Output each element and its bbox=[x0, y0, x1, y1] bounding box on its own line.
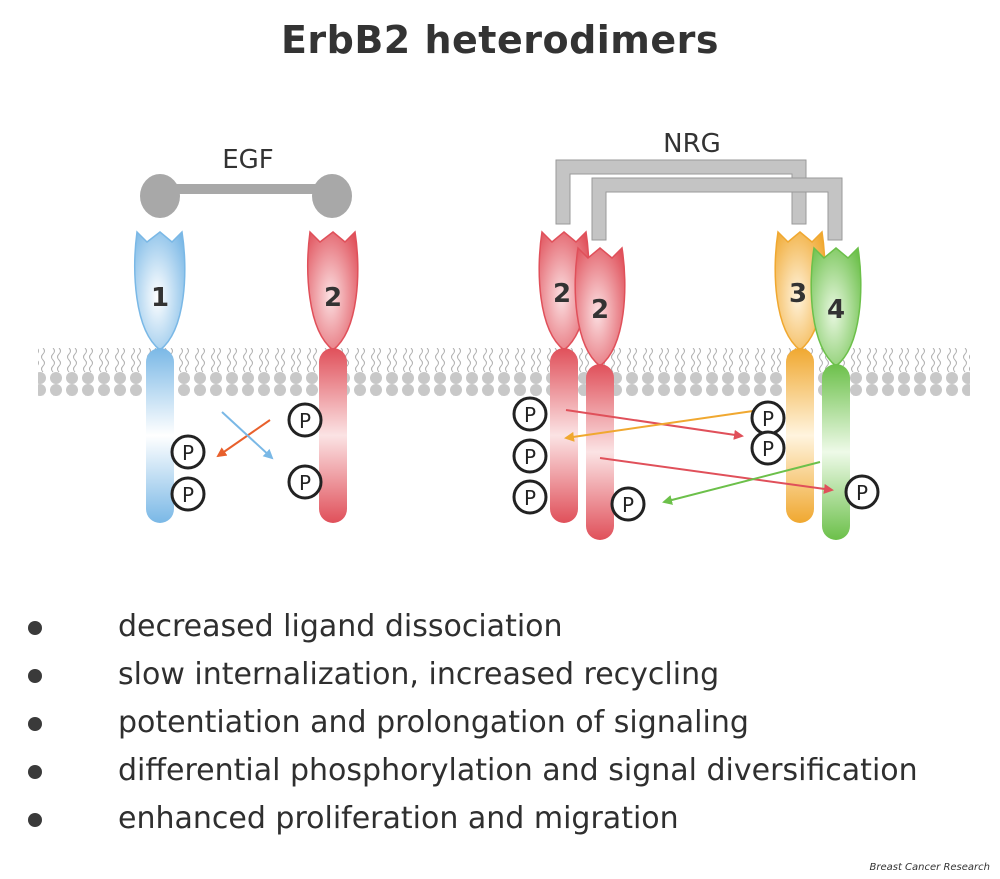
svg-text:P: P bbox=[524, 403, 536, 427]
list-item: differential phosphorylation and signal … bbox=[26, 747, 918, 795]
phospho-site: P bbox=[844, 474, 880, 510]
arrow-erbb2-to-erbb1 bbox=[216, 419, 271, 458]
phospho-site: P bbox=[750, 430, 786, 466]
phospho-site: P bbox=[287, 402, 323, 438]
source-credit: Breast Cancer Research bbox=[869, 862, 991, 873]
phospho-site: P bbox=[512, 479, 548, 515]
arrow-erbb2-to-erbb3 bbox=[565, 409, 744, 440]
svg-text:P: P bbox=[856, 481, 868, 505]
erbb2-label-left: 2 bbox=[324, 283, 342, 313]
egf-label: EGF bbox=[222, 145, 274, 175]
list-item: potentiation and prolongation of signali… bbox=[26, 699, 918, 747]
list-item-text: potentiation and prolongation of signali… bbox=[118, 705, 749, 740]
phospho-site: P bbox=[512, 396, 548, 432]
svg-text:P: P bbox=[524, 486, 536, 510]
arrow-erbb2-to-erbb4 bbox=[599, 457, 834, 494]
svg-text:P: P bbox=[524, 445, 536, 469]
erbb4-label: 4 bbox=[827, 295, 845, 325]
svg-text:P: P bbox=[762, 407, 774, 431]
erbb3-label: 3 bbox=[789, 279, 807, 309]
phospho-site: P bbox=[512, 438, 548, 474]
arrow-erbb4-to-erbb2 bbox=[662, 461, 821, 505]
erbb4-receptor bbox=[810, 246, 862, 540]
erbb1-receptor bbox=[134, 230, 186, 523]
heterodimer-diagram: EGF 1 2 P P P P NRG bbox=[38, 129, 970, 540]
arrow-erbb1-to-erbb2 bbox=[221, 411, 274, 460]
nrg-label: NRG bbox=[663, 129, 721, 159]
phospho-site: P bbox=[170, 434, 206, 470]
svg-text:P: P bbox=[299, 471, 311, 495]
egf-ligand bbox=[140, 174, 352, 218]
svg-text:P: P bbox=[299, 409, 311, 433]
erbb1-label: 1 bbox=[151, 283, 169, 313]
erbb2-label-right-b: 2 bbox=[591, 295, 609, 325]
bullet-icon bbox=[28, 669, 42, 683]
phospho-site: P bbox=[287, 464, 323, 500]
erbb2-label-right-a: 2 bbox=[553, 279, 571, 309]
phospho-site: P bbox=[170, 476, 206, 512]
list-item-text: slow internalization, increased recyclin… bbox=[118, 657, 720, 692]
list-item-text: decreased ligand dissociation bbox=[118, 609, 563, 644]
list-item-text: enhanced proliferation and migration bbox=[118, 801, 679, 836]
erbb2-receptor-left bbox=[307, 230, 359, 523]
arrow-erbb3-to-erbb2 bbox=[564, 409, 761, 442]
nrg-ligand bbox=[555, 159, 843, 241]
list-item-text: differential phosphorylation and signal … bbox=[118, 753, 918, 788]
bullet-icon bbox=[28, 621, 42, 635]
cell-membrane bbox=[38, 348, 970, 396]
list-item: enhanced proliferation and migration bbox=[26, 795, 918, 843]
list-item: slow internalization, increased recyclin… bbox=[26, 651, 918, 699]
list-item: decreased ligand dissociation bbox=[26, 603, 918, 651]
phospho-site: P bbox=[610, 486, 646, 522]
svg-text:P: P bbox=[182, 441, 194, 465]
svg-text:P: P bbox=[762, 437, 774, 461]
erbb2-receptor-right-b bbox=[574, 246, 626, 540]
bullet-icon bbox=[28, 717, 42, 731]
effects-list: decreased ligand dissociation slow inter… bbox=[26, 603, 918, 843]
bullet-icon bbox=[28, 813, 42, 827]
svg-text:P: P bbox=[182, 483, 194, 507]
bullet-icon bbox=[28, 765, 42, 779]
svg-text:P: P bbox=[622, 493, 634, 517]
phospho-site: P bbox=[750, 400, 786, 436]
diagram-title: ErbB2 heterodimers bbox=[280, 18, 720, 62]
